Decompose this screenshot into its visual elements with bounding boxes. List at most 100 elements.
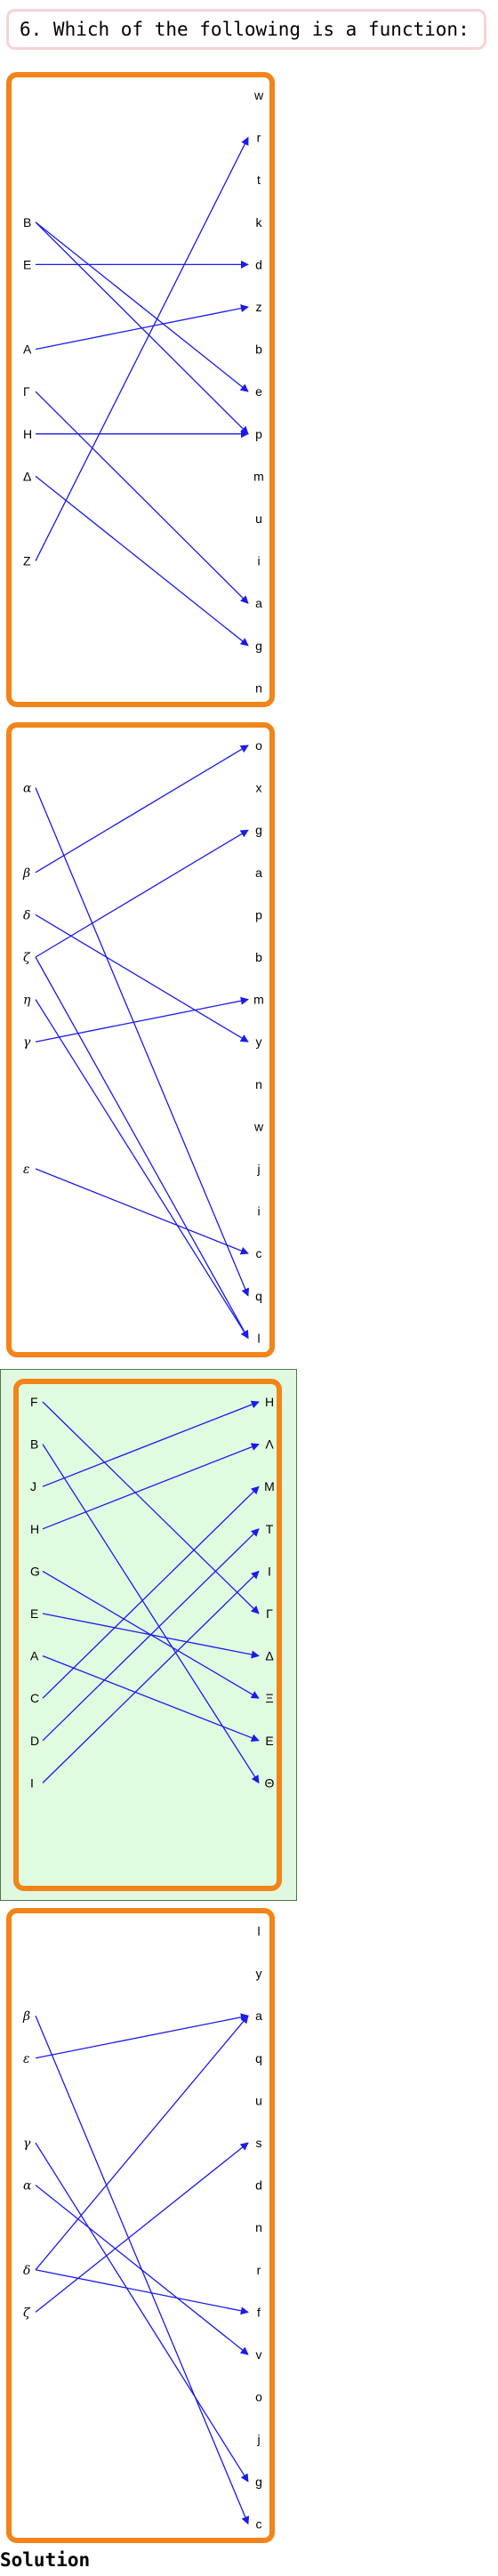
domain-label: γ — [23, 2137, 31, 2151]
codomain-label: g — [255, 2475, 262, 2489]
domain-label: δ — [23, 908, 30, 922]
domain-label: ε — [23, 1163, 30, 1177]
mapping-arrow — [42, 1485, 260, 1699]
domain-label: α — [23, 2179, 32, 2194]
domain-label: B — [30, 1437, 38, 1452]
codomain-label: t — [257, 173, 261, 187]
codomain-label: y — [256, 1034, 262, 1049]
codomain-label: u — [255, 511, 262, 526]
codomain-label: u — [255, 2093, 262, 2107]
codomain-label: e — [255, 384, 262, 398]
domain-label: ζ — [23, 951, 31, 965]
codomain-label: M — [264, 1479, 275, 1493]
domain-label: F — [30, 1395, 38, 1409]
codomain-label: p — [255, 907, 262, 922]
domain-label: H — [30, 1522, 39, 1536]
domain-label: B — [23, 215, 31, 229]
codomain-label: g — [255, 639, 262, 653]
codomain-label: m — [253, 993, 264, 1007]
mapping-arrow — [35, 390, 249, 604]
codomain-label: Δ — [265, 1649, 273, 1663]
domain-label: H — [23, 427, 32, 441]
mapping-arrow — [35, 2269, 249, 2315]
codomain-label: x — [256, 781, 262, 795]
codomain-label: d — [255, 257, 262, 271]
codomain-label: T — [266, 1522, 274, 1536]
domain-label: J — [30, 1479, 36, 1493]
codomain-label: g — [255, 823, 262, 837]
domain-label: I — [30, 1775, 34, 1790]
mapping-arrow — [35, 2013, 249, 2059]
mapping-arrow — [35, 996, 249, 1042]
codomain-label: Ξ — [265, 1691, 273, 1705]
domain-label: Z — [23, 554, 31, 568]
codomain-label: l — [257, 1331, 260, 1345]
codomain-label: v — [256, 2347, 262, 2362]
codomain-label: l — [257, 1924, 260, 1938]
codomain-label: j — [256, 1162, 260, 1176]
codomain-label: y — [256, 1967, 262, 1981]
domain-label: β — [22, 2009, 30, 2024]
codomain-label: i — [257, 1204, 260, 1219]
mapping-arrow — [35, 787, 250, 1297]
codomain-label: a — [255, 596, 262, 610]
codomain-label: b — [255, 342, 262, 357]
domain-label: C — [30, 1691, 39, 1705]
codomain-label: q — [255, 1289, 262, 1303]
domain-label: ε — [23, 2052, 30, 2066]
mapping-arrow — [35, 914, 249, 1042]
domain-label: E — [23, 257, 31, 271]
codomain-label: z — [256, 300, 262, 314]
domain-label: A — [23, 342, 32, 357]
codomain-label: a — [255, 2008, 262, 2023]
codomain-label: r — [257, 2263, 261, 2277]
domain-label: Δ — [23, 469, 31, 483]
mapping-arrow — [35, 304, 249, 350]
codomain-label: b — [255, 950, 262, 964]
codomain-label: c — [256, 1246, 262, 1260]
mapping-arrow — [42, 1401, 260, 1614]
domain-label: E — [30, 1606, 38, 1621]
domain-label: Γ — [23, 384, 30, 398]
domain-label: β — [22, 866, 30, 881]
codomain-label: s — [256, 2136, 262, 2150]
mapping-arrow — [35, 956, 249, 1340]
codomain-label: j — [256, 2432, 260, 2446]
domain-label: α — [23, 782, 32, 796]
domain-label: δ — [23, 2264, 30, 2278]
mapping-arrow — [35, 745, 249, 873]
domain-label: A — [30, 1649, 39, 1663]
domain-label: G — [30, 1564, 40, 1578]
mapping-arrow — [35, 2142, 249, 2313]
mapping-arrow — [42, 1528, 260, 1742]
codomain-label: n — [255, 2220, 262, 2234]
domain-label: ζ — [23, 2306, 31, 2320]
codomain-label: w — [253, 88, 264, 102]
domain-label: D — [30, 1734, 39, 1748]
codomain-label: f — [257, 2305, 261, 2319]
solution-label: Solution — [0, 2549, 91, 2571]
codomain-label: H — [265, 1395, 274, 1409]
mapping-arrow — [35, 2185, 249, 2355]
codomain-label: i — [257, 554, 260, 568]
mapping-arrow — [35, 2015, 249, 2271]
codomain-label: Λ — [265, 1437, 274, 1452]
codomain-label: o — [255, 2390, 262, 2404]
codomain-label: o — [255, 738, 262, 753]
codomain-label: p — [255, 427, 262, 441]
mapping-arrow — [35, 2142, 249, 2483]
codomain-label: n — [255, 680, 262, 695]
mapping-arrow — [42, 1444, 260, 1784]
codomain-label: E — [265, 1734, 273, 1748]
codomain-label: k — [256, 215, 263, 229]
mapping-arrow — [35, 829, 249, 958]
codomain-label: r — [257, 131, 261, 145]
